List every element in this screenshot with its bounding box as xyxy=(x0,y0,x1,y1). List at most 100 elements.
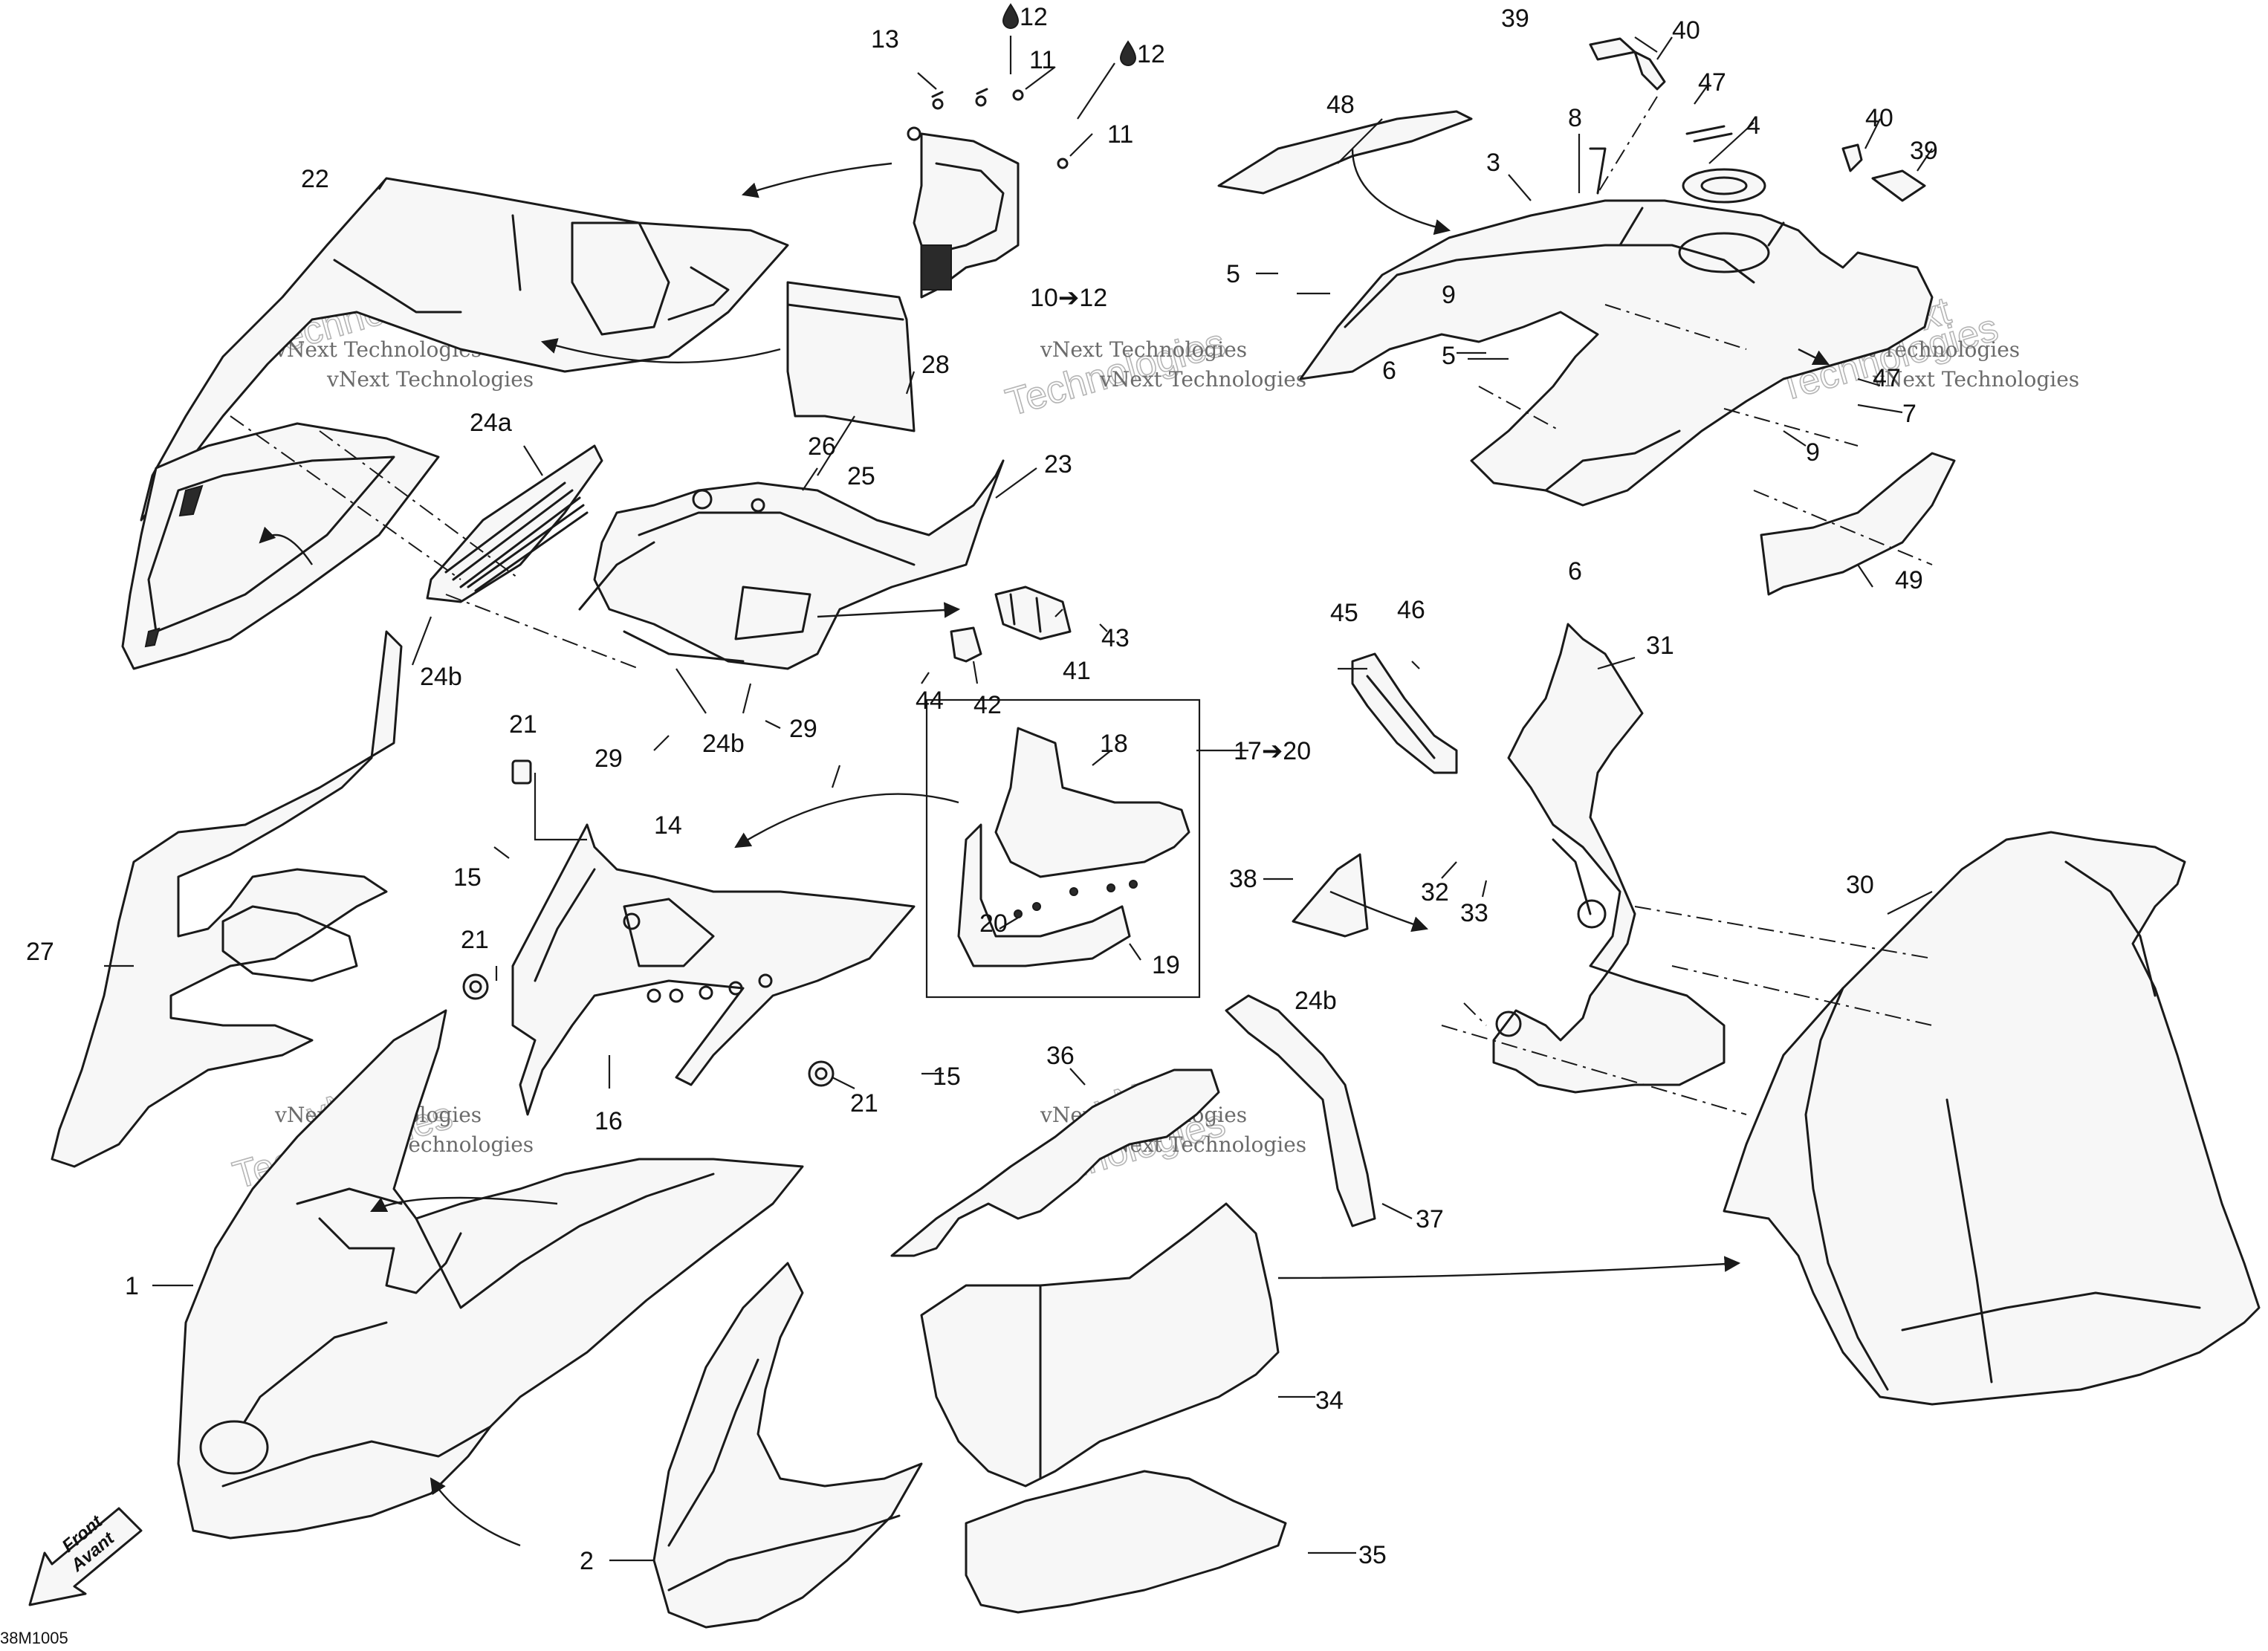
callout-15a: 15 xyxy=(453,863,482,892)
callout-12a: 12 xyxy=(1020,3,1048,31)
part-1-front-nose xyxy=(177,1009,804,1540)
callout-40a: 40 xyxy=(1672,16,1700,45)
diagram-ref-code: 38M1005 xyxy=(0,1629,68,1647)
callout-34: 34 xyxy=(1315,1386,1344,1415)
part-24a-grille xyxy=(426,444,603,603)
callout-6b: 6 xyxy=(1568,557,1582,586)
part-3-upper-console xyxy=(1299,199,1934,507)
part-10-headlight-module xyxy=(907,88,1069,299)
part-38-pad xyxy=(1292,853,1369,938)
front-direction-arrow: Front Avant xyxy=(28,1507,143,1606)
part-30-side-fairing xyxy=(1723,831,2261,1406)
callout-38: 38 xyxy=(1229,865,1257,893)
part-39-40-clips xyxy=(1589,37,1926,202)
part-4-gas-cap xyxy=(1682,168,1766,204)
callout-29b: 29 xyxy=(789,715,817,743)
callout-5b: 5 xyxy=(1442,342,1456,370)
watermark-top-middle: Technologies vNext Technologies vNext Te… xyxy=(1001,320,1307,425)
part-21-grommets xyxy=(462,759,835,1087)
callout-39b: 39 xyxy=(1910,137,1938,165)
callout-2: 2 xyxy=(580,1547,594,1575)
callout-13: 13 xyxy=(871,25,899,53)
callout-21b: 21 xyxy=(461,926,489,954)
callout-25: 25 xyxy=(847,462,875,490)
callout-30: 30 xyxy=(1846,871,1874,899)
part-35-bottom-panel xyxy=(965,1470,1287,1614)
callout-6a: 6 xyxy=(1382,357,1396,385)
callout-26: 26 xyxy=(808,432,836,461)
callout-9b: 9 xyxy=(1806,438,1820,467)
leader-lines xyxy=(104,36,1933,1562)
callout-12b: 12 xyxy=(1137,40,1165,68)
part-36-side-panel xyxy=(890,1068,1220,1257)
callout-47a: 47 xyxy=(1698,68,1726,97)
callout-18: 18 xyxy=(1100,730,1128,758)
callout-41: 41 xyxy=(1063,657,1091,685)
assembly-arrows xyxy=(259,148,1830,1547)
callout-33: 33 xyxy=(1460,899,1488,927)
part-48-trim xyxy=(1217,110,1473,195)
callout-39a: 39 xyxy=(1501,4,1529,33)
part-17-20-kit-box xyxy=(925,698,1201,999)
callout-24b-1: 24b xyxy=(420,663,462,691)
callout-27: 27 xyxy=(26,938,54,966)
part-34-lower-panel xyxy=(920,1202,1280,1488)
callout-19: 19 xyxy=(1152,951,1180,979)
callout-47b: 47 xyxy=(1873,364,1901,392)
part-31-dash-frame xyxy=(1492,623,1726,1094)
callout-16: 16 xyxy=(594,1107,623,1135)
callout-28: 28 xyxy=(921,351,950,379)
callout-45: 45 xyxy=(1330,599,1358,627)
svg-text:vNext Technologies: vNext Technologies xyxy=(1099,367,1306,392)
drop-icon xyxy=(1002,3,1020,29)
callout-48: 48 xyxy=(1326,91,1355,119)
callout-32: 32 xyxy=(1421,878,1449,906)
callout-44: 44 xyxy=(916,687,944,715)
callout-11b: 11 xyxy=(1107,120,1133,149)
callouts: 1 2 3 4 5 5 6 6 7 8 9 9 10➔12 11 11 12 1… xyxy=(26,3,1938,1575)
callout-8: 8 xyxy=(1568,104,1582,132)
part-14-front-frame xyxy=(511,823,916,1116)
part-27-side-fairing xyxy=(51,630,403,1168)
part-22-side-panel xyxy=(140,177,789,522)
part-42-clip xyxy=(950,626,982,663)
callout-22: 22 xyxy=(301,165,329,193)
callout-10-12: 10➔12 xyxy=(1030,284,1107,312)
part-37-strip xyxy=(1225,994,1376,1227)
callout-40b: 40 xyxy=(1865,104,1893,132)
part-45-strap xyxy=(1351,652,1458,774)
callout-29a: 29 xyxy=(594,745,623,773)
callout-24a: 24a xyxy=(470,409,512,437)
callout-24b-3: 24b xyxy=(1295,987,1337,1015)
callout-46: 46 xyxy=(1397,596,1425,624)
callout-4: 4 xyxy=(1746,111,1760,140)
callout-23: 23 xyxy=(1044,450,1072,479)
part-49-trim xyxy=(1760,452,1956,596)
callout-21a: 21 xyxy=(509,710,537,739)
alignment-lines xyxy=(230,96,1933,1115)
callout-3: 3 xyxy=(1486,149,1500,177)
callout-17-20: 17➔20 xyxy=(1234,737,1311,765)
part-2-lower-nose xyxy=(652,1262,923,1629)
callout-35: 35 xyxy=(1358,1541,1387,1569)
part-22-lower-panel xyxy=(121,422,440,670)
svg-text:vNext Technologies: vNext Technologies xyxy=(326,367,534,392)
svg-text:vNext Technologies: vNext Technologies xyxy=(1872,367,2079,392)
fluid-drop-icons xyxy=(1002,3,1137,66)
callout-1: 1 xyxy=(125,1272,139,1300)
callout-49: 49 xyxy=(1895,566,1923,594)
callout-7: 7 xyxy=(1902,400,1917,428)
callout-24b-2: 24b xyxy=(702,730,745,758)
callout-20: 20 xyxy=(979,909,1008,938)
callout-31: 31 xyxy=(1646,632,1674,660)
part-41-clamp xyxy=(994,586,1072,640)
part-28-plate xyxy=(786,281,916,432)
callout-37: 37 xyxy=(1416,1205,1444,1233)
callout-14: 14 xyxy=(654,811,682,840)
callout-43: 43 xyxy=(1101,624,1130,652)
svg-text:vNext Technologies: vNext Technologies xyxy=(1040,337,1247,362)
drop-icon xyxy=(1119,40,1137,66)
callout-11a: 11 xyxy=(1029,46,1055,74)
callout-9a: 9 xyxy=(1442,281,1456,309)
